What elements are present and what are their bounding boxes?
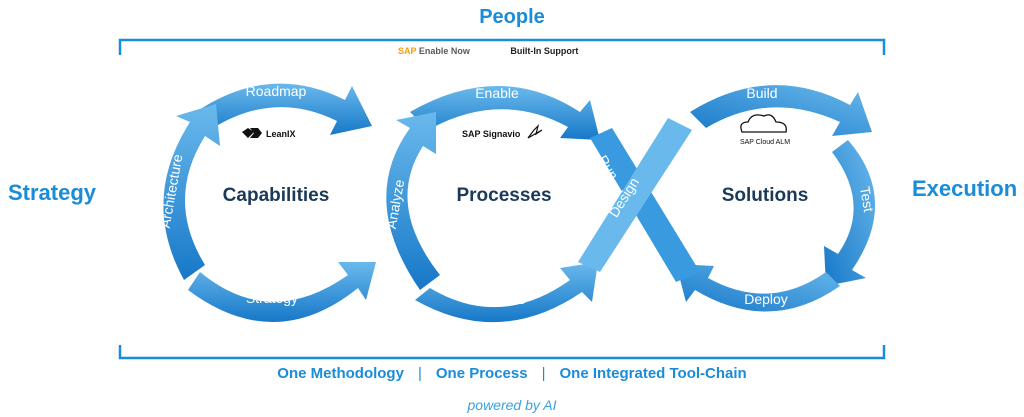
arrow-roadmap (196, 83, 372, 135)
sap-brand: SAP (398, 46, 417, 56)
label-build: Build (746, 85, 777, 101)
signavio-logo: SAP Signavio (462, 124, 543, 139)
execution-label: Execution (912, 176, 1018, 201)
separator: | (417, 365, 422, 382)
cross-ribbons (578, 118, 700, 282)
methodology-item: One Methodology (277, 365, 404, 382)
methodology-item: One Process (435, 365, 528, 382)
leanix-logo: LeanIX (242, 128, 296, 139)
svg-text:SAP Cloud ALM: SAP Cloud ALM (740, 139, 790, 146)
left-loop (163, 83, 376, 323)
leanix-icon (242, 128, 262, 138)
right-loop (676, 85, 876, 312)
methodology-item: One Integrated Tool-Chain (559, 365, 747, 382)
label-deploy: Deploy (744, 291, 788, 307)
arrow-enable (410, 86, 600, 140)
label-test: Test (857, 185, 877, 213)
label-strategy-arrow: Strategy (246, 290, 298, 306)
support-logos: SAP Enable Now Built-In Support (398, 46, 578, 56)
methodology-line: One Methodology | One Process | One Integrat… (0, 365, 1024, 382)
separator: | (541, 365, 546, 382)
cloud-icon (740, 114, 787, 133)
arrow-strategy (188, 262, 376, 323)
arrow-enhance (415, 262, 598, 323)
powered-by-label: powered by AI (467, 397, 557, 413)
arrow-deploy (676, 264, 840, 312)
svg-text:SAP Signavio: SAP Signavio (462, 129, 521, 139)
arrow-analyze (386, 112, 440, 290)
ribbon-run (590, 128, 700, 282)
built-in-support-label: Built-In Support (510, 46, 579, 56)
ribbon-design (578, 118, 692, 272)
people-bracket (118, 38, 886, 55)
enable-now-brand: Enable Now (418, 46, 470, 56)
middle-loop (386, 86, 600, 323)
arrow-build (690, 85, 872, 136)
arrow-test (824, 140, 876, 286)
title-solutions: Solutions (722, 185, 809, 206)
strategy-label: Strategy (8, 180, 97, 205)
cloud-alm-logo: SAP Cloud ALM (740, 114, 790, 146)
gazelle-icon (527, 124, 543, 139)
people-label: People (479, 6, 545, 28)
title-capabilities: Capabilities (223, 185, 330, 206)
label-enhance: Enhance (470, 291, 525, 307)
label-roadmap: Roadmap (246, 83, 307, 99)
label-enable: Enable (475, 85, 519, 101)
title-processes: Processes (456, 185, 551, 206)
arrow-architecture (163, 104, 220, 280)
bottom-bracket (118, 345, 886, 360)
svg-text:LeanIX: LeanIX (266, 129, 296, 139)
